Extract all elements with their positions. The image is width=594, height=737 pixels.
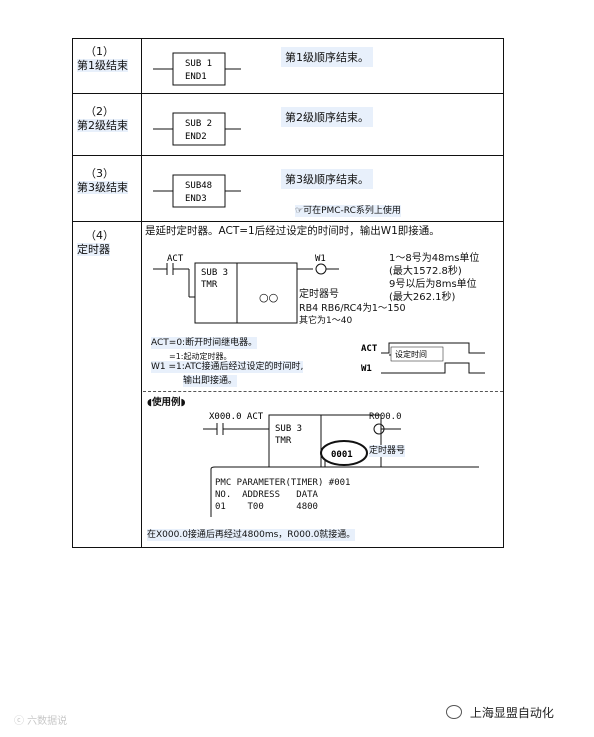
- row-label-1: （1） 第1级结束: [77, 45, 128, 73]
- param-header: NO. ADDRESS DATA: [215, 490, 318, 500]
- w1-desc: W1 =1:ATC接通后经过设定的时间时,: [151, 361, 304, 373]
- act-label: ACT: [167, 254, 184, 264]
- row-number: （4）: [85, 229, 114, 242]
- code-label: TMR: [201, 280, 218, 290]
- timer-number-label: 定时器号: [299, 289, 339, 300]
- row-number: （1）: [85, 45, 114, 58]
- compat-note: ☞可在PMC-RC系列上使用: [295, 205, 401, 217]
- row-title: 第3级结束: [77, 181, 128, 194]
- section-divider: [143, 391, 503, 392]
- timer-range-2: 9号以后为8ms单位: [389, 279, 477, 290]
- parameter-box: [210, 459, 479, 517]
- row-description-2: 第2级顺序结束。: [281, 107, 373, 127]
- example-code-label: TMR: [275, 436, 292, 446]
- code-label: END2: [185, 132, 207, 142]
- timing-act-label: ACT: [361, 344, 378, 354]
- timer-coil-symbol: ○○: [259, 291, 278, 304]
- end-block-1: SUB 1 END1: [153, 52, 241, 86]
- func-label: SUB 3: [201, 268, 228, 278]
- timer-intro: 是延时定时器。ACT=1后经过设定的时间时，输出W1即接通。: [145, 225, 440, 237]
- source-label: 上海显盟自动化: [446, 704, 554, 721]
- timer-range-2b: (最大262.1秒): [389, 292, 456, 303]
- example-heading: ◖使用例◗: [147, 397, 186, 408]
- watermark-text: ⓒ 六数据说: [14, 716, 68, 727]
- row-divider: [73, 155, 503, 156]
- row-divider: [73, 221, 503, 222]
- example-explanation: 在X000.0接通后再经过4800ms，R000.0就接通。: [147, 529, 356, 541]
- row-title: 第2级结束: [77, 119, 128, 132]
- row-label-3: （3） 第3级结束: [77, 167, 128, 195]
- timer-number-callout: 0001: [320, 440, 368, 466]
- timer-ladder-diagram: ACT SUB 3 TMR ○○ W1: [153, 254, 339, 324]
- example-output-label: R000.0: [369, 412, 402, 422]
- example-func-label: SUB 3: [275, 424, 302, 434]
- end-block-2: SUB 2 END2: [153, 112, 241, 146]
- func-label: SUB 2: [185, 119, 212, 129]
- row-number: （3）: [85, 167, 114, 180]
- act1-desc: =1:起动定时器。: [169, 352, 232, 361]
- end-block-3: SUB48 END3: [153, 174, 241, 208]
- w1-desc-2: 输出即接通。: [183, 375, 238, 387]
- timer-number-range: RB4 RB6/RC4为1～150: [299, 303, 406, 314]
- example-timer-label: 定时器号: [369, 445, 406, 457]
- timing-diagram: ACT W1 设定时间: [361, 342, 485, 374]
- act0-desc: ACT=0:断开时间继电器。: [151, 337, 258, 349]
- row-label-2: （2） 第2级结束: [77, 105, 128, 133]
- example-input-label: X000.0 ACT: [209, 412, 264, 422]
- timing-setting-label: 设定时间: [395, 349, 427, 359]
- row-divider: [73, 93, 503, 94]
- column-divider: [141, 39, 142, 547]
- timer-range-1: 1～8号为48ms单位: [389, 253, 480, 264]
- example-output-coil: [373, 423, 399, 435]
- func-label: SUB 1: [185, 59, 212, 69]
- instruction-table: （1） 第1级结束 SUB 1 END1 第1级顺序结束。 （2） 第2级结束 …: [72, 38, 504, 548]
- func-label: SUB48: [185, 181, 212, 191]
- row-label-4: （4） 定时器: [77, 229, 114, 257]
- param-row: 01 T00 4800: [215, 502, 318, 512]
- code-label: END1: [185, 72, 207, 82]
- row-description-3: 第3级顺序结束。: [281, 169, 373, 189]
- w1-label: W1: [315, 254, 326, 264]
- param-title: PMC PARAMETER(TIMER) #001: [215, 478, 351, 488]
- row-title: 第1级结束: [77, 59, 128, 72]
- row-title: 定时器: [77, 243, 110, 256]
- source-name: 上海显盟自动化: [469, 706, 554, 720]
- code-label: END3: [185, 194, 207, 204]
- timer-range-1b: (最大1572.8秒): [389, 266, 462, 277]
- timing-w1-label: W1: [361, 364, 372, 374]
- row-number: （2）: [85, 105, 114, 118]
- example-timer-value: 0001: [331, 450, 353, 460]
- row-description-1: 第1级顺序结束。: [281, 47, 373, 67]
- wechat-icon: [446, 705, 462, 719]
- timer-number-other: 其它为1～40: [299, 316, 353, 326]
